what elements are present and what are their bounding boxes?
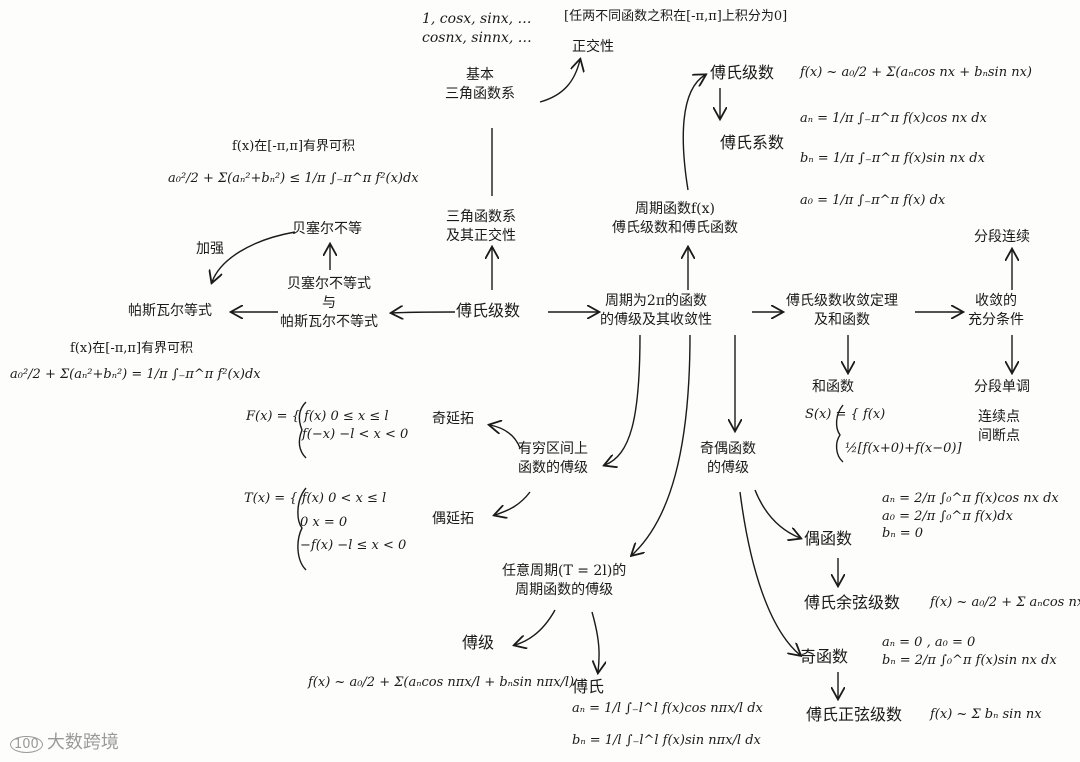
sine-series: 傅氏正弦级数	[806, 704, 902, 726]
convergence-theorem: 傅氏级数收敛定理 及和函数	[786, 292, 898, 330]
arrow-expansion-to-fs	[683, 75, 705, 190]
bounded-integrable-1: f(x)在[-π,π]有界可积	[232, 138, 355, 156]
bn-formula-2: bₙ = 1/l ∫₋l^l f(x)sin nπx/l dx	[572, 732, 761, 750]
F-definition: F(x) = { f(x) 0 ≤ x ≤ l f(−x) −l < x < 0	[246, 408, 408, 443]
sum-function-def: S(x) = { f(x) ½[f(x+0)+f(x−0)]	[805, 406, 962, 457]
odd-function: 奇函数	[800, 646, 848, 668]
cosine-series: 傅氏余弦级数	[804, 592, 900, 614]
bessel-formula: a₀²/2 + Σ(aₙ²+bₙ²) ≤ 1/π ∫₋π^π f²(x)dx	[168, 170, 419, 188]
sum-function-label: 和函数	[812, 378, 854, 397]
finite-interval-node: 有穷区间上 函数的傅级	[518, 440, 588, 478]
parseval-formula: a₀²/2 + Σ(aₙ²+bₙ²) = 1/π ∫₋π^π f²(x)dx	[10, 366, 261, 384]
odd-coefficients: aₙ = 0 , a₀ = 0 bₙ = 2/π ∫₀^π f(x)sin nx…	[882, 634, 1057, 669]
piecewise-monotonic: 分段单调	[974, 378, 1030, 397]
parseval-equality: 帕斯瓦尔等式	[128, 302, 212, 321]
an-formula: aₙ = 1/π ∫₋π^π f(x)cos nx dx	[800, 110, 987, 128]
trig-system-orthogonality: 三角函数系 及其正交性	[446, 208, 516, 246]
basic-trig-system: 基本 三角函数系	[445, 66, 515, 104]
arrow-oddeven-to-even	[755, 490, 800, 538]
cosine-formula: f(x) ~ a₀/2 + Σ aₙcos nx	[930, 594, 1080, 612]
arrow-anyperiod-to-coef2	[592, 612, 599, 672]
strengthen-label: 加强	[196, 240, 224, 259]
odd-extension: 奇延拓	[432, 410, 474, 429]
periodic-expansion: 周期函数f(x) 傅氏级数和傅氏函数	[612, 200, 738, 238]
an-formula-2: aₙ = 1/l ∫₋l^l f(x)cos nπx/l dx	[572, 700, 763, 718]
convergence-condition: 收敛的 充分条件	[968, 292, 1024, 330]
piecewise-continuous: 分段连续	[974, 228, 1030, 247]
orthogonality: 正交性	[572, 38, 614, 57]
fourier-series-label: 傅氏级数	[710, 62, 774, 84]
watermark-logo: 100	[10, 736, 43, 753]
arrow-center-to-bessel	[392, 312, 455, 313]
bessel-parseval-node: 贝塞尔不等式 与 帕斯瓦尔不等式	[280, 275, 378, 332]
periodic-2pi-node: 周期为2π的函数 的傅级及其收敛性	[600, 292, 712, 330]
sine-formula: f(x) ~ Σ bₙ sin nx	[930, 706, 1042, 724]
arrow-basic-to-orth	[540, 60, 580, 102]
T-definition: T(x) = { f(x) 0 < x ≤ l 0 x = 0 −f(x) −l…	[244, 490, 406, 555]
point-types: 连续点 间断点	[978, 408, 1020, 446]
arrow-finite-to-oddext	[490, 425, 520, 448]
fs-formula-2: f(x) ~ a₀/2 + Σ(aₙcos nπx/l + bₙsin nπx/…	[308, 674, 574, 692]
arrow-2pi-to-finite	[605, 335, 640, 465]
any-period-node: 任意周期(T = 2l)的 周期函数的傅级	[502, 562, 626, 600]
center-node: 傅氏级数	[456, 300, 520, 322]
coef-label-2: 傅氏	[572, 676, 604, 698]
bounded-integrable-2: f(x)在[-π,π]有界可积	[70, 340, 193, 358]
arrow-anyperiod-to-fs2	[515, 610, 555, 645]
basic-trig-list: 1, cosx, sinx, … cosnx, sinnx, …	[422, 10, 532, 48]
odd-even-node: 奇偶函数 的傅级	[700, 440, 756, 478]
bessel-inequality: 贝塞尔不等	[292, 220, 362, 239]
arrow-finite-to-evenext	[495, 492, 530, 515]
bn-formula: bₙ = 1/π ∫₋π^π f(x)sin nx dx	[800, 150, 985, 168]
arrow-2pi-to-anyperiod	[632, 335, 690, 555]
fourier-coef-label: 傅氏系数	[720, 132, 784, 154]
fourier-series-formula: f(x) ~ a₀/2 + Σ(aₙcos nx + bₙsin nx)	[800, 64, 1032, 82]
fs-label-2: 傅级	[462, 632, 494, 654]
even-function: 偶函数	[804, 528, 852, 550]
even-extension: 偶延拓	[432, 510, 474, 529]
orthogonality-note: [任两不同函数之积在[-π,π]上积分为0]	[564, 8, 787, 26]
even-coefficients: aₙ = 2/π ∫₀^π f(x)cos nx dx a₀ = 2/π ∫₀^…	[882, 490, 1059, 543]
a0-formula: a₀ = 1/π ∫₋π^π f(x) dx	[800, 192, 945, 210]
